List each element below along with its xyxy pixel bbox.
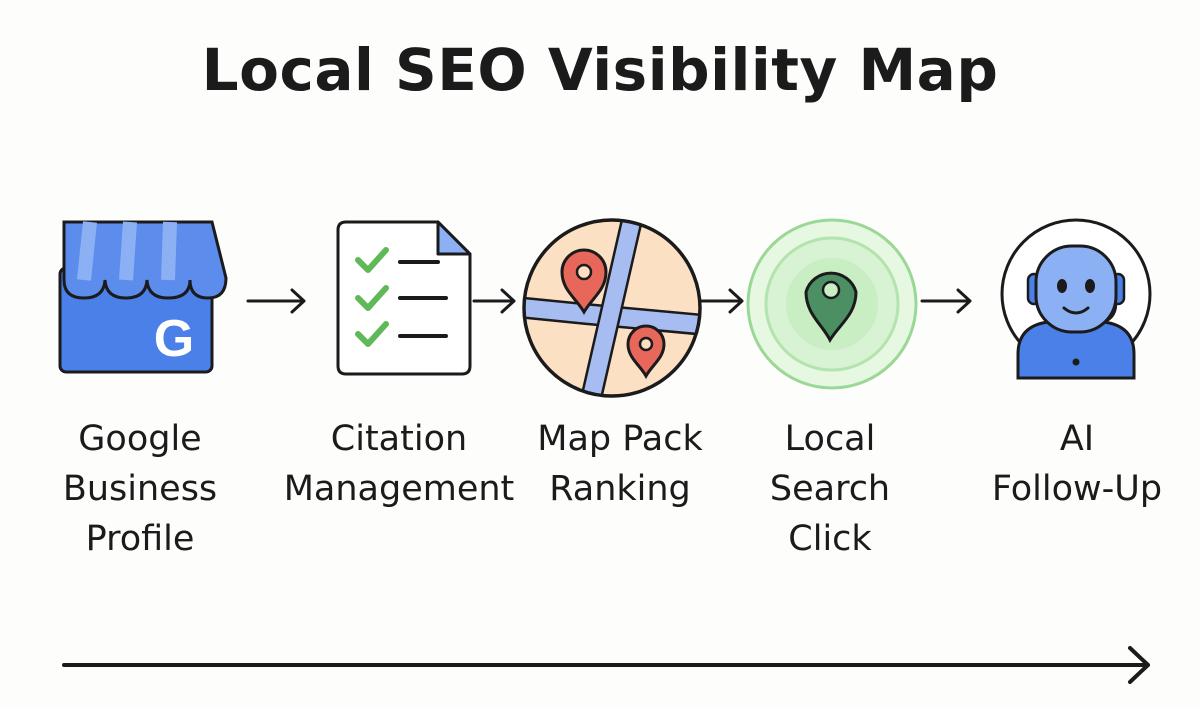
ai-avatar-icon (1000, 218, 1152, 380)
location-pin-glow-icon (746, 218, 918, 390)
storefront-icon: G (58, 220, 228, 374)
connector-arrow-1 (246, 288, 306, 314)
google-g-badge: G (154, 310, 194, 368)
stage-label-local-search-click: Local Search Click (769, 419, 891, 559)
stage-label-ai-follow-up: AI Follow-Up (991, 419, 1163, 509)
stage-label-citation-management: Citation Management (283, 419, 515, 509)
checklist-document-icon (336, 220, 472, 376)
map-pins-icon (522, 218, 702, 398)
connector-arrow-2 (472, 288, 516, 314)
connector-arrow-3 (700, 288, 744, 314)
connector-arrow-4 (920, 288, 972, 314)
timeline-arrow (62, 646, 1150, 684)
stage-label-google-business-profile: Google Business Profile (62, 419, 218, 559)
stage-label-map-pack-ranking: Map Pack Ranking (537, 419, 703, 509)
diagram-title: Local SEO Visibility Map (201, 36, 999, 104)
